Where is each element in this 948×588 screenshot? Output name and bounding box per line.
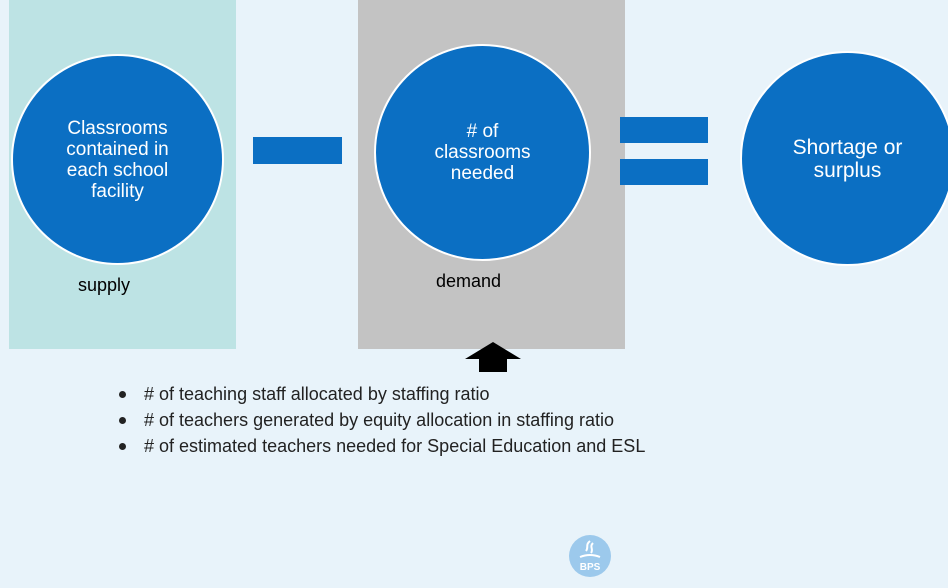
demand-label: demand	[436, 271, 502, 291]
supply-circle: Classrooms contained in each school faci…	[11, 54, 224, 265]
equals-operator-bottom-bar	[620, 159, 708, 185]
demand-factors-list: # of teaching staff allocated by staffin…	[117, 381, 645, 459]
result-circle: Shortage or surplus	[740, 51, 948, 266]
minus-operator	[253, 137, 342, 164]
supply-label: supply	[78, 275, 131, 295]
bps-logo-icon: BPS	[569, 535, 611, 577]
up-arrow-icon	[465, 342, 521, 372]
demand-circle-text: # of classrooms needed	[434, 121, 531, 184]
list-item: # of teaching staff allocated by staffin…	[117, 381, 645, 407]
demand-circle: # of classrooms needed	[374, 44, 591, 261]
supply-circle-text: Classrooms contained in each school faci…	[66, 117, 169, 202]
list-item: # of estimated teachers needed for Speci…	[117, 433, 645, 459]
list-item: # of teachers generated by equity alloca…	[117, 407, 645, 433]
logo-text: BPS	[580, 562, 601, 573]
result-circle-text: Shortage or surplus	[792, 135, 903, 182]
equals-operator-top-bar	[620, 117, 708, 143]
